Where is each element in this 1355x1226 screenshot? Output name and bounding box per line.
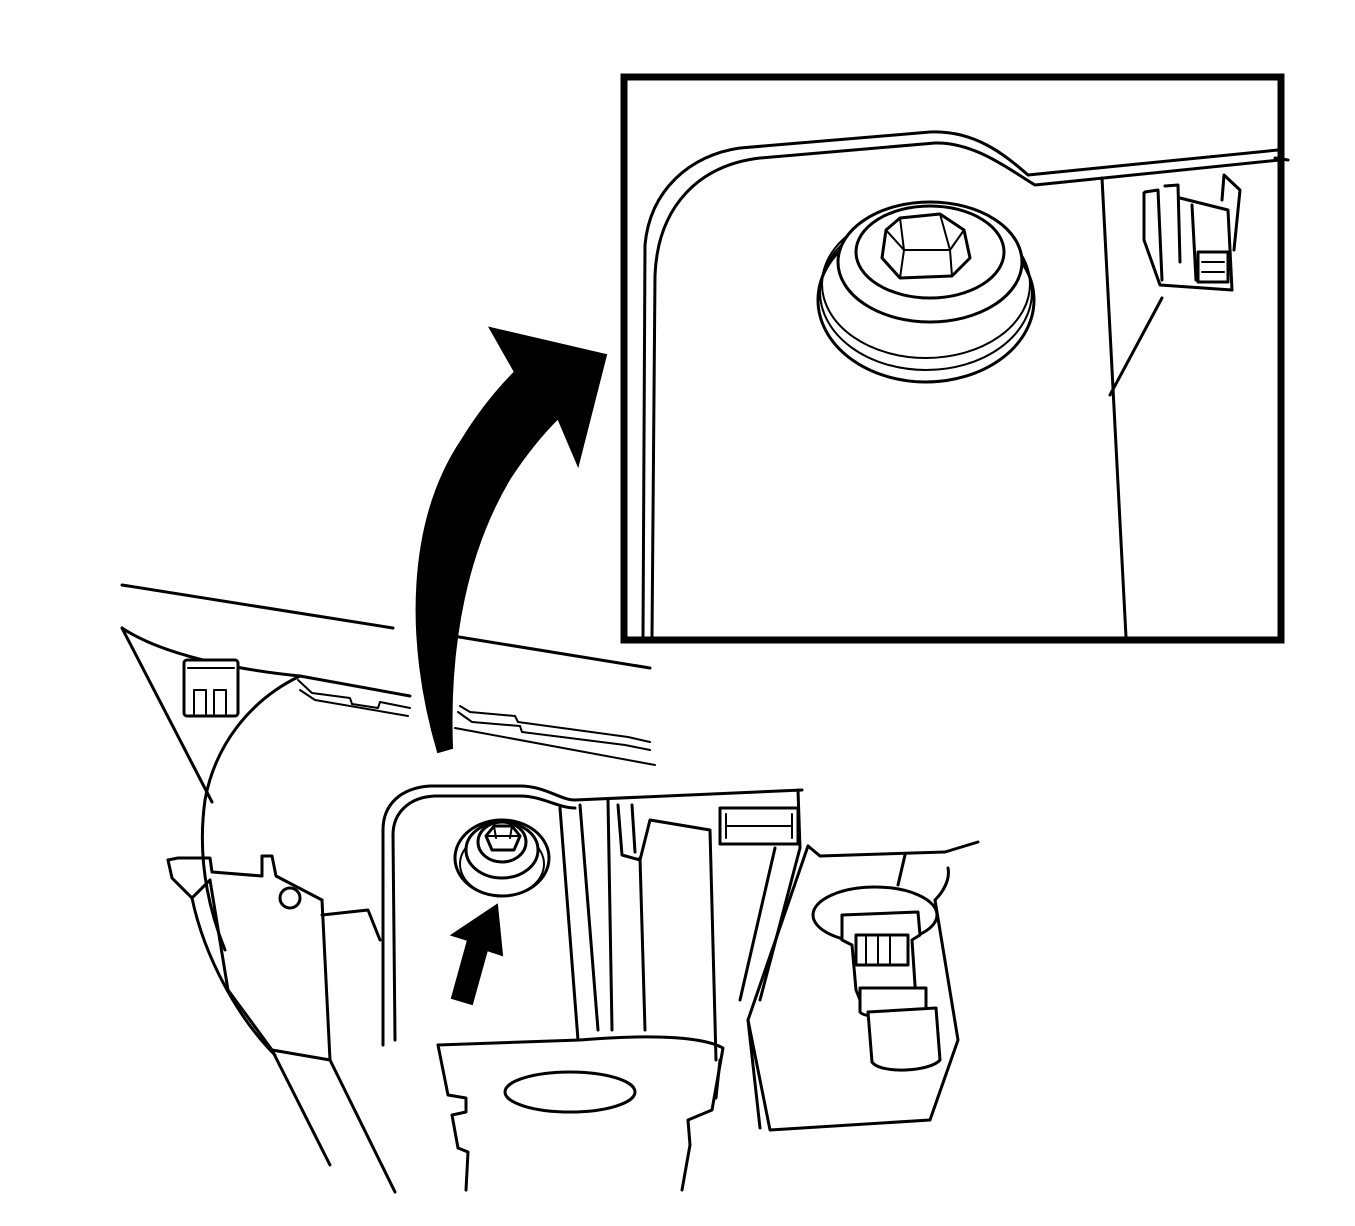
main-view [120,583,980,1194]
location-arrow[interactable] [449,903,504,1006]
left-bracket [120,626,302,952]
lower-housing [436,1035,725,1192]
curved-callout-arrow[interactable] [415,326,608,754]
enlarged-view-inset [620,73,1290,644]
left-strut [166,854,397,1194]
right-module [746,840,980,1132]
center-plate [381,784,804,1062]
bolt-with-washer [816,200,1036,384]
main-bolt [453,818,551,898]
